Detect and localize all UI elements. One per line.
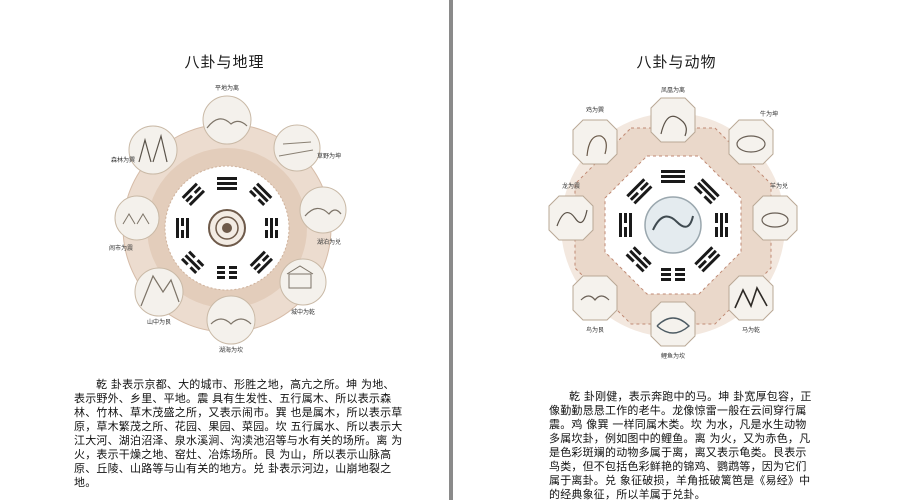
vignette-birds (572, 275, 618, 321)
vignette-carp (650, 301, 696, 347)
page-title: 八卦与地理 (184, 53, 265, 71)
trigram-bottom-left (180, 250, 205, 275)
vignette-horses (728, 275, 774, 321)
vignette-phoenix (650, 97, 696, 143)
vignette-top-left (128, 125, 178, 175)
vignette-left (114, 195, 160, 241)
label-bottom-right: 城中为乾 (291, 308, 315, 316)
center-rosette-inner (215, 216, 239, 240)
trigram-right (715, 213, 728, 237)
label-bottom: 湖海为坎 (219, 346, 243, 354)
label-top-right: 草野为坤 (317, 152, 341, 160)
label-top-left: 森林为巽 (111, 156, 135, 164)
body-paragraph: 乾 卦表示京都、大的城市、形胜之地，高亢之所。坤 为地、表示野外、乡里、平地。震… (74, 378, 403, 489)
center-dragon-disc (644, 196, 702, 254)
label-right: 湖泊为兑 (317, 238, 341, 246)
trigram-bottom-right (249, 250, 274, 275)
page-divider (449, 0, 453, 500)
page-title: 八卦与动物 (636, 53, 717, 71)
bagua-geography-svg: 平地为离 草野为坤 湖泊为兑 城中为乾 湖海为坎 山中为艮 闹市为震 森林为巽 (109, 84, 347, 354)
label-left: 龙为震 (562, 182, 580, 190)
vignette-rooster (572, 119, 618, 165)
left-page: 八卦与地理 (0, 0, 449, 500)
trigram-top-left (181, 182, 206, 207)
trigram-top (661, 170, 685, 183)
vignette-right (299, 186, 347, 234)
body-paragraph: 乾 卦刚健，表示奔跑中的马。坤 卦宽厚包容，正像勤勤恳恳工作的老牛。龙像惊雷一般… (549, 390, 812, 500)
right-page: 八卦与动物 (453, 0, 900, 500)
label-top: 凤凰为离 (661, 86, 685, 94)
label-top: 平地为离 (215, 84, 239, 92)
vignette-bottom-left (134, 267, 184, 317)
center-dragon-figure (652, 215, 694, 231)
label-bottom: 鲤鱼为坎 (661, 352, 685, 360)
trigram-bottom (217, 266, 237, 279)
vignette-bottom-right (279, 258, 327, 306)
trigram-left (619, 213, 632, 237)
trigram-bottom-left (625, 246, 652, 273)
trigram-top (217, 177, 237, 190)
vignette-dragon (548, 195, 594, 241)
vignette-bottom (206, 295, 256, 345)
label-left: 闹市为震 (109, 244, 133, 252)
label-bottom-left: 鸟为艮 (586, 326, 604, 334)
vignette-top (202, 95, 252, 145)
vignette-top-right (273, 124, 321, 172)
trigram-top-right (248, 182, 273, 207)
label-top-right: 牛为坤 (760, 110, 778, 118)
trigram-bottom (661, 268, 685, 281)
bagua-geography-diagram: 平地为离 草野为坤 湖泊为兑 城中为乾 湖海为坎 山中为艮 闹市为震 森林为巽 (107, 78, 347, 368)
bagua-animals-svg: 凤凰为离 牛为坤 羊为兑 马为乾 鲤鱼为坎 鸟为艮 龙为震 鸡为巽 (548, 86, 798, 360)
trigram-left (176, 218, 189, 238)
bagua-animals-diagram: 凤凰为离 牛为坤 羊为兑 马为乾 鲤鱼为坎 鸟为艮 龙为震 鸡为巽 (543, 80, 803, 365)
center-dot (222, 223, 232, 233)
trigram-bottom-right (694, 246, 721, 273)
label-bottom-right: 马为乾 (742, 326, 760, 334)
trigram-top-right (693, 178, 720, 205)
trigram-top-left (626, 178, 653, 205)
label-top-left: 鸡为巽 (586, 106, 604, 114)
label-right: 羊为兑 (770, 182, 788, 190)
label-bottom-left: 山中为艮 (147, 318, 171, 326)
vignette-sheep (752, 195, 798, 241)
vignette-ox (728, 119, 774, 165)
trigram-right (265, 218, 278, 238)
